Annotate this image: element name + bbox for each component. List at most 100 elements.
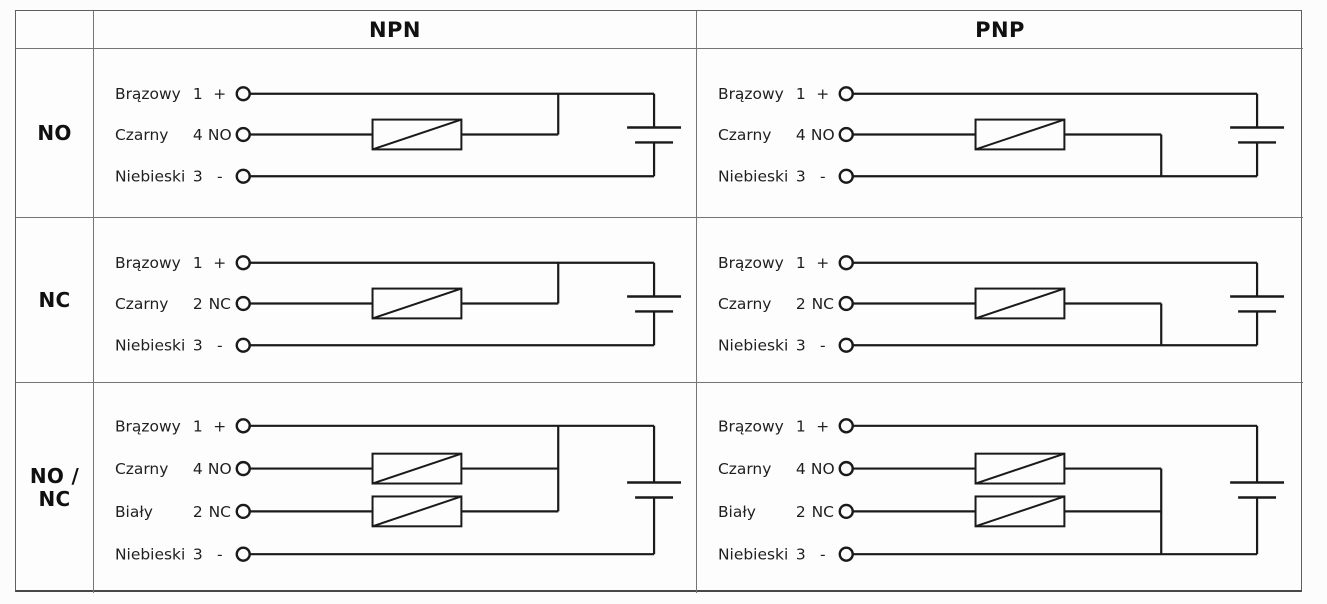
wire-name-label: Biały: [718, 503, 756, 521]
wire-pin-label: 1: [796, 254, 806, 272]
row-label-nc: NC: [16, 217, 93, 382]
wire-name-label: Niebieski: [115, 168, 185, 186]
wire-symbol-label: NO: [811, 460, 835, 478]
wire-niebieski: Niebieski 3-: [718, 546, 1258, 564]
wire-pin-label: 3: [193, 337, 203, 355]
row-label-no-nc: NO / NC: [16, 382, 93, 593]
terminal-circle: [235, 255, 251, 271]
wire-pin-label: 2: [796, 295, 806, 313]
terminal-circle: [838, 503, 854, 520]
terminal-circle: [838, 337, 854, 353]
wire-pin-label: 1: [796, 417, 806, 435]
terminal-circle: [838, 168, 854, 184]
wire-symbol-label: -: [820, 168, 826, 186]
terminal-circle: [235, 460, 251, 477]
wire-symbol-label: NO: [208, 460, 232, 478]
wire-symbol-label: +: [816, 254, 829, 272]
wire-brązowy: Brązowy 1 +: [718, 417, 1258, 435]
wire-pin-label: 3: [796, 546, 806, 564]
wire-name-label: Czarny: [718, 295, 771, 313]
wire-name-label: Biały: [115, 503, 153, 521]
load-diagonal: [372, 452, 462, 485]
wire-symbol-label: NO: [208, 126, 232, 144]
wire-name-label: Niebieski: [718, 546, 788, 564]
terminal-circle: [235, 337, 251, 353]
wire-biały: Biały 2 NC: [718, 495, 1162, 528]
wire-pin-label: 3: [193, 546, 203, 564]
terminal-circle: [838, 255, 854, 271]
wire-name-label: Brązowy: [115, 417, 181, 435]
terminal-circle: [235, 126, 251, 143]
terminal-circle: [838, 546, 854, 562]
terminal-circle: [235, 168, 251, 184]
wire-symbol-label: -: [820, 546, 826, 564]
wire-name-label: Brązowy: [115, 254, 181, 272]
load-diagonal: [372, 495, 462, 528]
wire-name-label: Niebieski: [115, 546, 185, 564]
wire-name-label: Brązowy: [718, 417, 784, 435]
terminal-circle: [838, 126, 854, 143]
wire-pin-label: 1: [193, 417, 203, 435]
terminal-circle: [235, 546, 251, 562]
battery-symbol: [1230, 425, 1285, 555]
load-diagonal: [975, 287, 1065, 320]
wire-symbol-label: NC: [812, 503, 834, 521]
wire-czarny: Czarny 2 NC: [718, 287, 1162, 320]
battery-symbol: [627, 93, 682, 177]
wire-pin-label: 2: [193, 503, 203, 521]
wire-symbol-label: -: [217, 337, 223, 355]
wire-symbol-label: NO: [811, 126, 835, 144]
terminal-circle: [838, 295, 854, 312]
corner-cell: [16, 11, 93, 48]
wire-pin-label: 3: [193, 168, 203, 186]
wire-name-label: Czarny: [115, 126, 168, 144]
wire-symbol-label: -: [217, 546, 223, 564]
wire-symbol-label: +: [816, 417, 829, 435]
column-header-npn: NPN: [93, 11, 696, 48]
column-header-pnp: PNP: [696, 11, 1303, 48]
terminal-circle: [235, 418, 251, 434]
wire-symbol-label: -: [820, 337, 826, 355]
wire-pin-label: 1: [796, 85, 806, 103]
wire-pin-label: 4: [193, 460, 203, 478]
load-diagonal: [372, 118, 462, 151]
wire-biały: Biały 2 NC: [115, 495, 559, 528]
wire-pin-label: 2: [193, 295, 203, 313]
wire-symbol-label: NC: [812, 295, 834, 313]
terminal-circle: [838, 418, 854, 434]
wire-name-label: Brązowy: [115, 85, 181, 103]
wire-name-label: Czarny: [115, 460, 168, 478]
load-diagonal: [975, 495, 1065, 528]
wire-pin-label: 4: [796, 460, 806, 478]
wire-name-label: Czarny: [718, 126, 771, 144]
row-label-no: NO: [16, 48, 93, 217]
load-diagonal: [372, 287, 462, 320]
wire-name-label: Niebieski: [718, 337, 788, 355]
wire-symbol-label: NC: [209, 503, 231, 521]
wire-symbol-label: +: [213, 254, 226, 272]
wire-pin-label: 2: [796, 503, 806, 521]
terminal-circle: [235, 503, 251, 520]
